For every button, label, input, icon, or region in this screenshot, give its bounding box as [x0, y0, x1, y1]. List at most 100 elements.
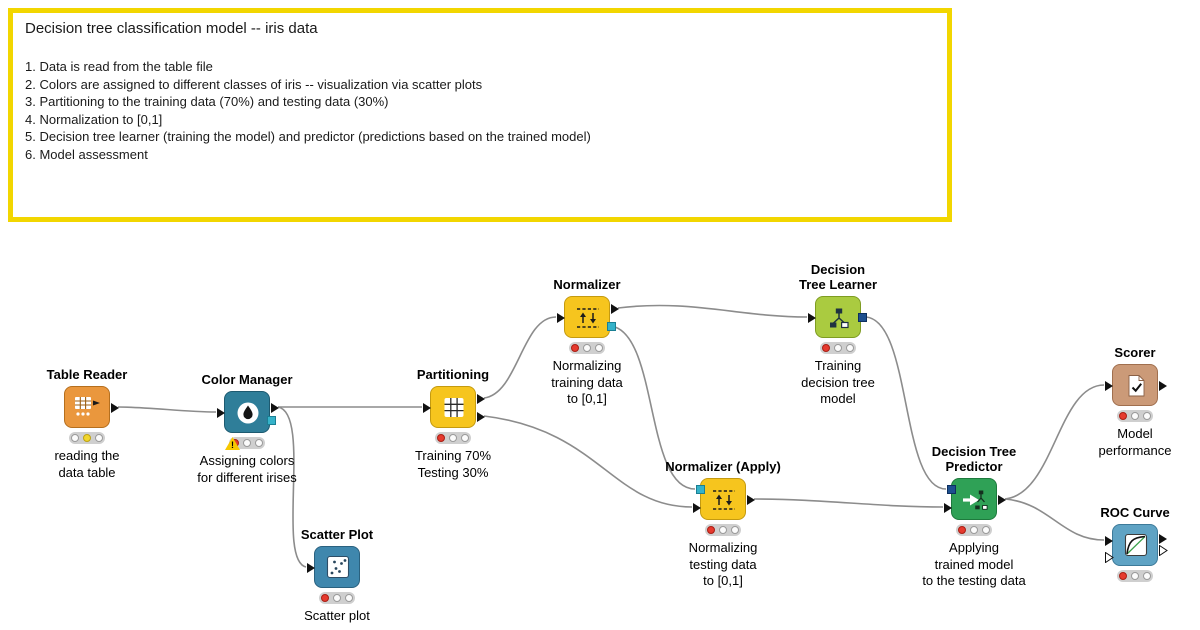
annotation-item: 5. Decision tree learner (training the m… [25, 129, 591, 144]
output-port[interactable] [1159, 381, 1167, 391]
status-traffic-light [435, 432, 471, 444]
status-led-yellow [1131, 572, 1139, 580]
normalizer-apply-icon [709, 486, 739, 514]
output-port[interactable] [1159, 534, 1167, 544]
status-traffic-light [569, 342, 605, 354]
normalizer-icon [573, 304, 603, 332]
input-port[interactable] [1105, 536, 1113, 546]
node-scatter-plot[interactable]: Scatter Plot Scatter plot [301, 527, 373, 623]
node-color-manager[interactable]: Color Manager ! Assigning colors for dif… [197, 372, 296, 485]
node-decision-tree-predictor[interactable]: Decision Tree Predictor Applying trained… [922, 444, 1025, 588]
status-traffic-light [956, 524, 992, 536]
node-label: Scatter Plot [300, 527, 374, 542]
normalizer-model-input-port[interactable] [696, 485, 705, 494]
output-port[interactable] [271, 403, 279, 413]
node-label: Decision Tree Predictor [931, 444, 1017, 474]
node-label: Scorer [1114, 345, 1156, 360]
node-label: Normalizer [553, 277, 621, 292]
node-table-reader[interactable]: Table Reader reading the data table [47, 367, 128, 480]
node-description: Assigning colors for different irises [197, 453, 297, 485]
node-description: Training 70% Testing 30% [414, 448, 492, 480]
connection-normalizer-dtlearner[interactable] [617, 304, 808, 318]
node-label: Color Manager [201, 372, 293, 387]
status-led-red [707, 526, 715, 534]
connection-colormanager-scatterplot[interactable] [277, 406, 307, 568]
status-led-yellow [449, 434, 457, 442]
status-led-green [1143, 572, 1151, 580]
status-led-green [95, 434, 103, 442]
normalizer-model-output-port[interactable] [607, 322, 616, 331]
input-port[interactable] [557, 313, 565, 323]
node-normalizer-apply[interactable]: Normalizer (Apply) Normalizing testing d… [665, 459, 781, 588]
status-traffic-light [1117, 410, 1153, 422]
optional-input-port[interactable] [1105, 552, 1114, 563]
node-normalizer[interactable]: Normalizer Normalizing training data to … [551, 277, 623, 406]
annotation-item: 3. Partitioning to the training data (70… [25, 94, 389, 109]
table-reader-icon [73, 394, 103, 422]
color-manager-icon [233, 399, 263, 427]
status-led-red [321, 594, 329, 602]
status-traffic-light [1117, 570, 1153, 582]
status-led-yellow [970, 526, 978, 534]
node-description: Normalizing training data to [0,1] [551, 358, 623, 406]
status-led-red [571, 344, 579, 352]
roc-curve-icon [1121, 532, 1151, 560]
node-scorer[interactable]: Scorer Model performance [1099, 345, 1172, 458]
node-decision-tree-learner[interactable]: Decision Tree Learner Training decision … [799, 262, 877, 406]
output-port-test[interactable] [477, 412, 485, 422]
status-led-green [1143, 412, 1151, 420]
input-port[interactable] [423, 403, 431, 413]
status-traffic-light [705, 524, 741, 536]
connection-partitioning-normalizer[interactable] [483, 316, 557, 399]
input-port[interactable] [808, 313, 816, 323]
output-port-train[interactable] [477, 394, 485, 404]
status-led-green [846, 344, 854, 352]
connection-dtlearner-dtpredictor-model[interactable] [865, 316, 947, 490]
connection-partitioning-normalizerapply[interactable] [483, 415, 693, 508]
node-description: Scatter plot [304, 608, 370, 623]
status-led-yellow [333, 594, 341, 602]
optional-output-port[interactable] [1159, 545, 1168, 556]
connection-dtpredictor-scorer[interactable] [1004, 384, 1105, 500]
node-description: Training decision tree model [801, 358, 875, 406]
status-led-yellow [1131, 412, 1139, 420]
output-port[interactable] [747, 495, 755, 505]
node-label: Partitioning [416, 367, 490, 382]
model-input-port[interactable] [947, 485, 956, 494]
node-description: Normalizing testing data to [0,1] [688, 540, 758, 588]
output-port-data[interactable] [611, 304, 619, 314]
input-port[interactable] [307, 563, 315, 573]
connection-normalizerapply-dtpredictor[interactable] [753, 498, 944, 508]
status-led-red [71, 434, 79, 442]
status-led-red [1119, 412, 1127, 420]
connection-dtpredictor-roccurve[interactable] [1004, 498, 1105, 541]
color-model-output-port[interactable] [267, 416, 276, 425]
annotation-items: 1. Data is read from the table file 2. C… [25, 58, 935, 163]
scorer-icon [1121, 372, 1151, 400]
input-port[interactable] [693, 503, 701, 513]
status-led-green [461, 434, 469, 442]
input-port[interactable] [944, 503, 952, 513]
status-led-green [255, 439, 263, 447]
status-led-yellow [583, 344, 591, 352]
status-traffic-light [319, 592, 355, 604]
input-port[interactable] [1105, 381, 1113, 391]
model-output-port[interactable] [858, 313, 867, 322]
output-port[interactable] [111, 403, 119, 413]
input-port[interactable] [217, 408, 225, 418]
output-port[interactable] [998, 495, 1006, 505]
status-led-red [822, 344, 830, 352]
node-roc-curve[interactable]: ROC Curve [1100, 505, 1170, 582]
status-led-yellow [83, 434, 91, 442]
node-label: ROC Curve [1100, 505, 1170, 520]
scatter-plot-icon [323, 554, 353, 582]
node-partitioning[interactable]: Partitioning Training 70% Testing 30% [415, 367, 491, 480]
node-label: Decision Tree Learner [798, 262, 878, 292]
connection-normalizer-normalizerapply-model[interactable] [614, 326, 696, 490]
connection-tablereader-colormanager[interactable] [117, 406, 217, 413]
workflow-annotation[interactable]: Decision tree classification model -- ir… [8, 8, 952, 222]
status-traffic-light [69, 432, 105, 444]
status-led-red [1119, 572, 1127, 580]
status-led-green [595, 344, 603, 352]
